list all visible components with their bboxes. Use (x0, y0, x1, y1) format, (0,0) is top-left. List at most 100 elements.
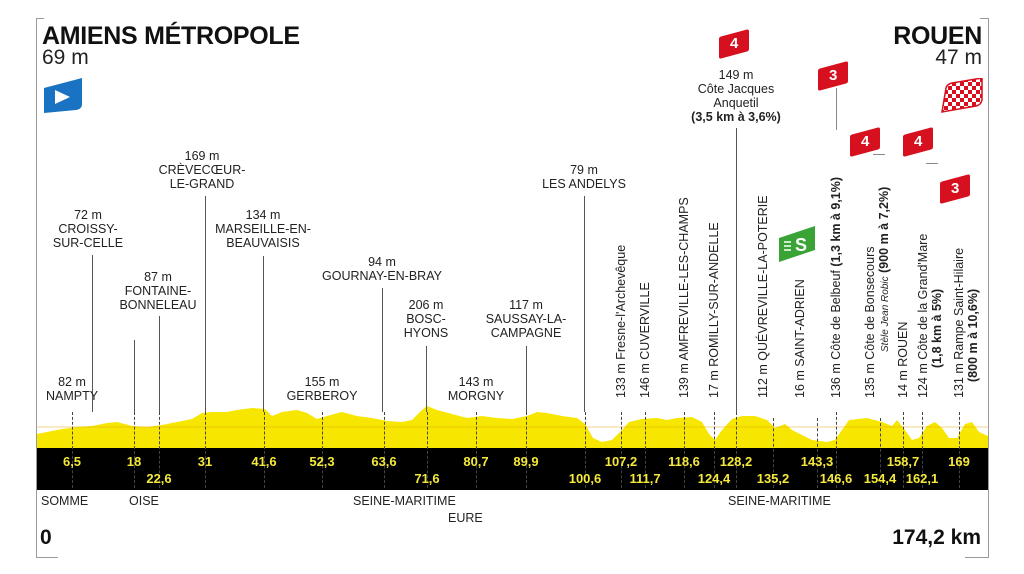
leader-line (134, 340, 135, 412)
department-label: EURE (448, 511, 483, 525)
guide (684, 412, 685, 488)
guide (959, 412, 960, 488)
frame-corner (36, 18, 44, 19)
leader-line (926, 163, 938, 164)
frame-right (988, 18, 989, 558)
climb-cat4-badge: 4 (850, 126, 880, 158)
leader-line (382, 288, 383, 412)
finish-town: ROUEN (893, 22, 982, 50)
km-marker: 143,3 (800, 454, 834, 469)
guide (72, 412, 73, 488)
total-distance: 174,2 km (892, 526, 981, 549)
climb-cat3-badge: 3 (940, 173, 970, 205)
guide (526, 412, 527, 488)
climb-detail-saint-hilaire: (800 m à 10,6%) (966, 288, 980, 382)
km-marker: 41,6 (251, 454, 277, 469)
km-band (37, 448, 988, 490)
checkered-finish-icon (940, 77, 984, 119)
town-label-cuverville: 146 m CUVERVILLE (638, 282, 652, 398)
leader-line (263, 256, 264, 412)
guide (714, 412, 715, 488)
km-marker: 158,7 (886, 454, 920, 469)
leader-line (584, 196, 585, 412)
town-label-romilly: 17 m ROMILLY-SUR-ANDELLE (707, 222, 721, 398)
km-marker: 107,2 (604, 454, 638, 469)
leader-line (836, 88, 837, 130)
guide (264, 412, 265, 488)
km-marker: 22,6 (146, 471, 172, 486)
climb-detail-grand-mare: (1,8 km à 5%) (930, 288, 944, 368)
sprint-icon: S (777, 224, 817, 269)
leader-line (92, 255, 93, 412)
guide (384, 412, 385, 488)
guide (427, 412, 428, 488)
frame-corner (36, 557, 58, 558)
guide (621, 412, 622, 488)
frame-left (36, 18, 37, 558)
km-marker: 111,7 (629, 471, 661, 486)
guide (134, 412, 135, 488)
km-marker: 31 (197, 454, 213, 469)
leader-line (526, 346, 527, 412)
guide (922, 412, 923, 488)
km-marker: 71,6 (414, 471, 440, 486)
guide (773, 418, 774, 488)
department-label: SEINE-MARITIME (728, 494, 831, 508)
guide (585, 412, 586, 488)
guide (205, 412, 206, 488)
km-marker: 18 (126, 454, 142, 469)
km-marker: 100,6 (568, 471, 602, 486)
start-km: 0 (40, 526, 52, 549)
leader-line (205, 196, 206, 412)
leader-line (159, 316, 160, 412)
km-marker: 154,4 (863, 471, 897, 486)
climb-label-saint-hilaire: 131 m Rampe Saint-Hilaire (952, 247, 966, 398)
guide (159, 412, 160, 488)
km-marker: 146,6 (819, 471, 853, 486)
climb-sublabel-bonsecours: Stèle Jean Robic (900 m à 7,2%) (877, 186, 891, 352)
guide (880, 418, 881, 488)
climb-label-grand-mare: 124 m Côte de la Grand'Mare (916, 233, 930, 398)
leader-line (426, 346, 427, 412)
leader-line (873, 154, 885, 155)
km-marker: 124,4 (697, 471, 731, 486)
climb-label-bonsecours: 135 m Côte de Bonsecours (863, 246, 877, 398)
town-label-quevreville: 112 m QUÉVREVILLE-LA-POTERIE (756, 195, 770, 398)
start-town: AMIENS MÉTROPOLE (42, 22, 300, 50)
guide (322, 412, 323, 488)
town-label-rouen: 14 m ROUEN (896, 321, 910, 398)
department-label: SOMME (41, 494, 89, 508)
guide (736, 412, 737, 488)
guide (476, 412, 477, 488)
km-marker: 162,1 (905, 471, 939, 486)
climb-cat4-badge: 4 (903, 126, 933, 158)
start-flag-icon (42, 76, 84, 119)
town-label-amfreville: 139 m AMFREVILLE-LES-CHAMPS (677, 197, 691, 398)
km-marker: 89,9 (513, 454, 539, 469)
finish-altitude: 47 m (935, 46, 982, 69)
climb-cat3-badge: 3 (818, 60, 848, 92)
department-label: SEINE-MARITIME (353, 494, 456, 508)
km-marker: 6,5 (62, 454, 82, 469)
climb-label-belbeuf: 136 m Côte de Belbeuf (1,3 km à 9,1%) (829, 177, 843, 398)
km-marker: 63,6 (371, 454, 397, 469)
km-marker: 52,3 (309, 454, 335, 469)
guide (903, 412, 904, 488)
km-marker: 135,2 (756, 471, 790, 486)
frame-corner (980, 18, 989, 19)
town-label-saint-adrien: 16 m SAINT-ADRIEN (793, 279, 807, 398)
frame-corner (965, 557, 989, 558)
km-marker: 118,6 (668, 454, 700, 469)
svg-text:S: S (795, 235, 807, 255)
guide (645, 412, 646, 488)
